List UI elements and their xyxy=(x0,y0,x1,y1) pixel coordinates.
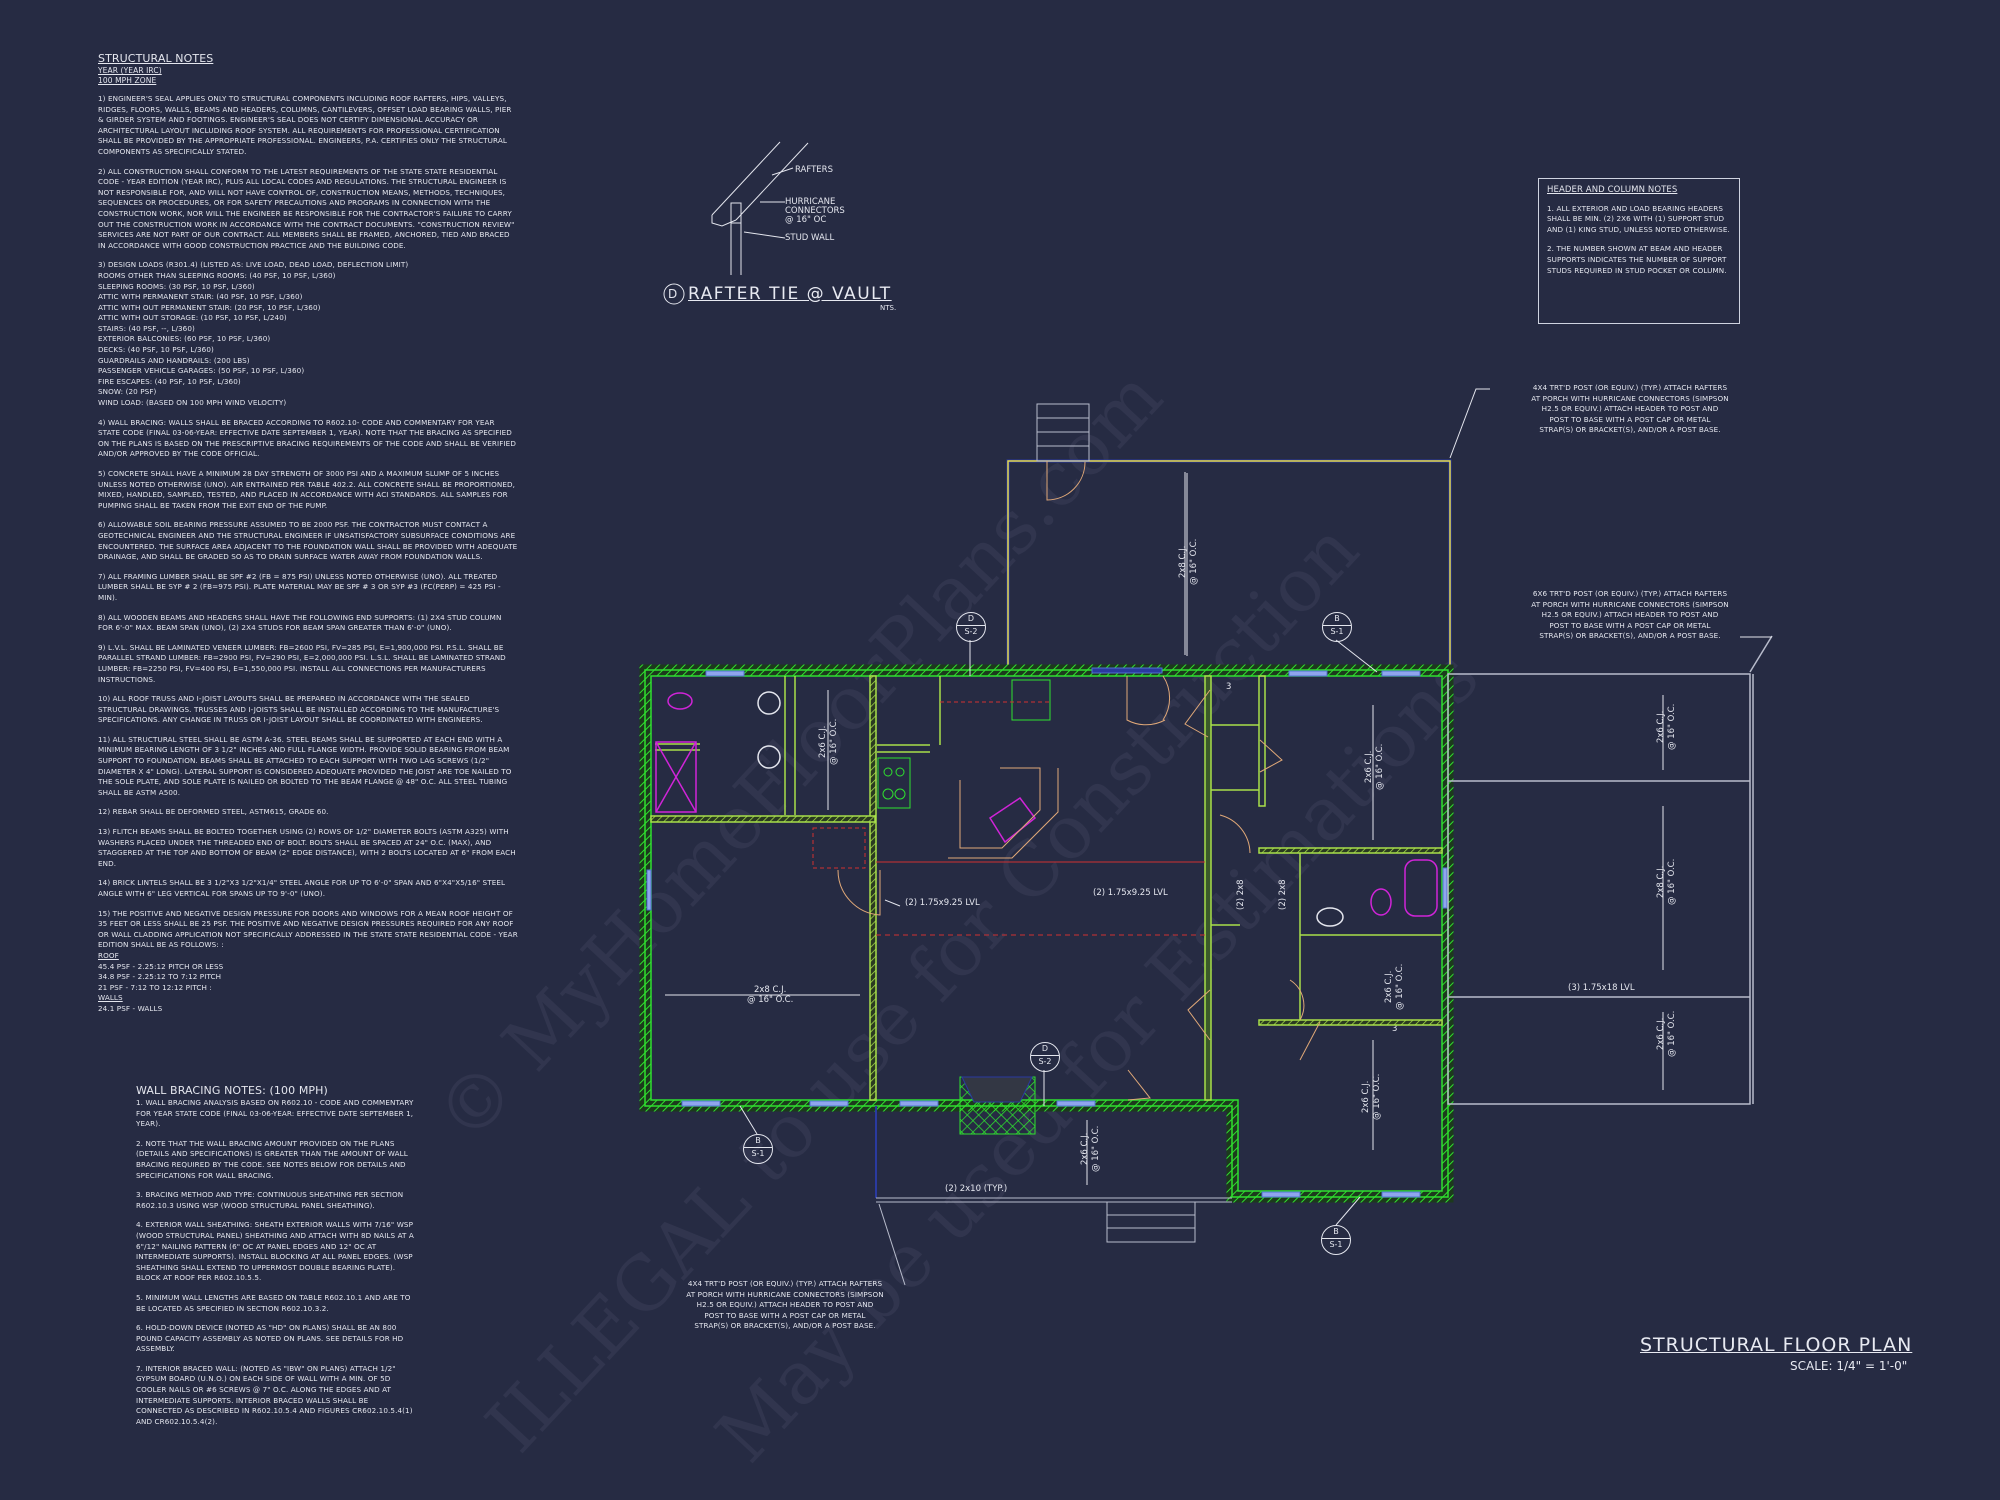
beam-2x8-a: (2) 2x8 xyxy=(1236,879,1246,910)
structural-notes-title: STRUCTURAL NOTES xyxy=(98,52,214,65)
roof-value-1: 45.4 PSF - 2.25:12 PITCH OR LESS xyxy=(98,961,224,971)
wall-bracing-title: WALL BRACING NOTES: (100 MPH) xyxy=(136,1084,328,1097)
plan-scale: SCALE: 1/4" = 1'-0" xyxy=(1790,1359,1908,1373)
walls-value-1: 24.1 PSF - WALLS xyxy=(98,1003,163,1013)
cj-label-porch-top: 2x8 C.J. @ 16" O.C. xyxy=(1178,538,1199,585)
stud-count-1: 3 xyxy=(1226,682,1232,692)
roof-value-3: 21 PSF - 7:12 TO 12:12 PITCH : xyxy=(98,982,212,992)
section-marker-letter: B xyxy=(1323,613,1351,626)
section-marker-sheet: S-1 xyxy=(751,1149,765,1158)
plan-title: STRUCTURAL FLOOR PLAN xyxy=(1640,1334,1913,1356)
cj-label-side-porch-1: 2x6 C.J. @ 16" O.C. xyxy=(1656,703,1677,750)
wind-zone: 100 mph ZONE xyxy=(98,76,157,85)
cj-label-bedroom-w: 2x8 C.J. @ 16" O.C. xyxy=(747,985,794,1005)
detail-label-stud-wall: STUD WALL xyxy=(785,233,835,243)
cj-label-hall-bath: 2x6 C.J. @ 16" O.C. xyxy=(1384,963,1405,1010)
wall-bracing-note-1: 1. WALL BRACING ANALYSIS BASED ON R602.1… xyxy=(136,1098,414,1129)
beam-lvl-porch: (3) 1.75x18 LVL xyxy=(1568,983,1635,993)
note-12: 12) REBAR SHALL BE DEFORMED STEEL, ASTM6… xyxy=(98,807,329,817)
note-5: 5) CONCRETE SHALL HAVE A MINIMUM 28 DAY … xyxy=(98,469,515,510)
section-marker-b-bottom-right[interactable]: B S-1 xyxy=(1321,1225,1351,1255)
section-marker-sheet: S-1 xyxy=(1330,627,1344,636)
header-column-note-2: 2. THE NUMBER SHOWN AT BEAM AND HEADER S… xyxy=(1547,244,1727,275)
detail-scale: NTS. xyxy=(880,304,897,312)
detail-title: RAFTER TIE @ VAULT xyxy=(688,284,892,304)
section-marker-letter: B xyxy=(1322,1226,1350,1239)
wall-bracing-note-3: 3. BRACING METHOD AND TYPE: CONTINUOUS S… xyxy=(136,1190,404,1210)
note-3: 3) DESIGN LOADS (R301.4) (LISTED AS: LIV… xyxy=(98,260,409,408)
note-1: 1) ENGINEER'S SEAL APPLIES ONLY TO STRUC… xyxy=(98,94,512,156)
stud-count-2: 3 xyxy=(1392,1024,1398,1034)
note-2: 2) ALL CONSTRUCTION SHALL CONFORM TO THE… xyxy=(98,166,515,250)
note-6: 6) ALLOWABLE SOIL BEARING PRESSURE ASSUM… xyxy=(98,520,518,562)
note-4: 4) WALL BRACING: WALLS SHALL BE BRACED A… xyxy=(98,417,516,459)
cj-label-front-porch: 2x6 C.J. @ 16" O.C. xyxy=(1080,1125,1101,1172)
side-porch xyxy=(1447,635,1773,1105)
code-year: YEAR (YEAR IRC) xyxy=(98,66,162,75)
note-9: 9) L.V.L. SHALL BE LAMINATED VENEER LUMB… xyxy=(98,642,506,684)
note-7: 7) ALL FRAMING LUMBER SHALL BE SPF #2 (F… xyxy=(98,571,501,602)
note-13: 13) FLITCH BEAMS SHALL BE BOLTED TOGETHE… xyxy=(98,827,516,868)
detail-label-rafters: RAFTERS xyxy=(795,165,833,175)
callout-4x4-post-bottom: 4x4 TRT'D POST (OR EQUIV.) (TYP.) ATTACH… xyxy=(686,1279,884,1331)
beam-lvl-mid: (2) 1.75x9.25 LVL xyxy=(1093,888,1168,898)
section-marker-sheet: S-1 xyxy=(1329,1240,1343,1249)
callout-6x6-post-right: 6x6 TRT'D POST (OR EQUIV.) (TYP.) ATTACH… xyxy=(1531,589,1729,641)
roof-heading: ROOF xyxy=(98,950,119,960)
svg-text:D: D xyxy=(668,287,677,301)
section-marker-b-top[interactable]: B S-1 xyxy=(1322,612,1352,642)
beam-2x10: (2) 2x10 (TYP.) xyxy=(945,1184,1008,1194)
wall-bracing-note-4: 4. EXTERIOR WALL SHEATHING: SHEATH EXTER… xyxy=(136,1220,414,1283)
wall-bracing-note-5: 5. MINIMUM WALL LENGTHS ARE BASED ON TAB… xyxy=(136,1292,411,1313)
beam-lvl-left: (2) 1.75x9.25 LVL xyxy=(905,898,980,908)
section-marker-letter: D xyxy=(1031,1043,1059,1056)
section-marker-sheet: S-2 xyxy=(964,627,978,636)
note-10: 10) ALL ROOF TRUSS AND I-JOIST LAYOUTS S… xyxy=(98,694,500,725)
cj-label-bath: 2x6 C.J. @ 16" O.C. xyxy=(818,718,839,765)
beam-2x8-b: (2) 2x8 xyxy=(1278,879,1288,910)
header-column-notes: HEADER AND COLUMN NOTES 1. ALL EXTERIOR … xyxy=(1538,178,1740,324)
cj-label-bedroom-ne: 2x6 C.J. @ 16" O.C. xyxy=(1364,743,1385,790)
callout-4x4-post-top: 4x4 TRT'D POST (OR EQUIV.) (TYP.) ATTACH… xyxy=(1531,383,1729,435)
note-11: 11) ALL STRUCTURAL STEEL SHALL BE ASTM A… xyxy=(98,734,512,797)
wall-bracing-note-2: 2. NOTE THAT THE WALL BRACING AMOUNT PRO… xyxy=(136,1138,408,1180)
roof-value-2: 34.8 PSF - 2.25:12 TO 7:12 PITCH xyxy=(98,972,222,982)
cj-label-side-porch-2: 2x8 C.J. @ 16" O.C. xyxy=(1656,858,1677,905)
section-marker-letter: B xyxy=(744,1135,772,1148)
wall-bracing-notes: WALL BRACING NOTES: (100 MPH) 1. WALL BR… xyxy=(136,1084,416,1436)
section-marker-sheet: S-2 xyxy=(1038,1057,1052,1066)
section-marker-d-bottom[interactable]: D S-2 xyxy=(1030,1042,1060,1072)
wall-bracing-note-6: 6. HOLD-DOWN DEVICE (NOTED AS "HD" ON PL… xyxy=(136,1323,404,1354)
note-14: 14) BRICK LINTELS SHALL BE 3 1/2"x3 1/2"… xyxy=(98,878,506,898)
callout-leaders xyxy=(739,388,1772,1226)
structural-notes: STRUCTURAL NOTES YEAR (YEAR IRC) 100 mph… xyxy=(98,52,518,1015)
section-marker-b-bottom-left[interactable]: B S-1 xyxy=(743,1134,773,1164)
walls-heading: WALLS xyxy=(98,993,123,1003)
wall-bracing-note-7: 7. INTERIOR BRACED WALL: (NOTED AS "IBW"… xyxy=(136,1363,413,1426)
note-8: 8) ALL WOODEN BEAMS AND HEADERS SHALL HA… xyxy=(98,612,502,633)
cj-label-side-porch-3: 2x6 C.J. @ 16" O.C. xyxy=(1656,1010,1677,1057)
detail-label-hurricane: HURRICANE CONNECTORS @ 16" OC xyxy=(785,197,845,225)
header-column-title: HEADER AND COLUMN NOTES xyxy=(1547,185,1678,195)
section-marker-d-top[interactable]: D S-2 xyxy=(956,612,986,642)
cj-label-bedroom-se: 2x6 C.J. @ 16" O.C. xyxy=(1361,1073,1382,1120)
note-15: 15) THE POSITIVE AND NEGATIVE DESIGN PRE… xyxy=(98,908,518,950)
section-marker-letter: D xyxy=(957,613,985,626)
header-column-note-1: 1. ALL EXTERIOR AND LOAD BEARING HEADERS… xyxy=(1547,203,1730,234)
